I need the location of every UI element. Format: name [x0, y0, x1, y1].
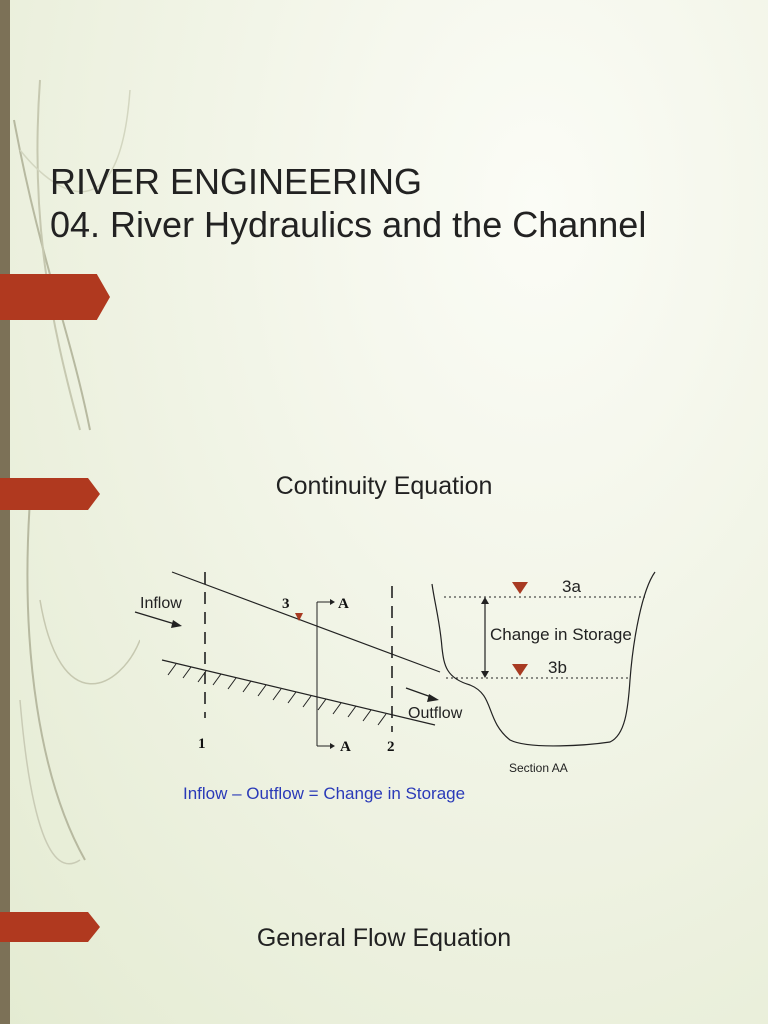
change-storage-label: Change in Storage [490, 625, 632, 644]
water-marker-3-icon [295, 613, 303, 621]
arrow-a-top-icon [330, 599, 335, 605]
section-aa-label: Section AA [509, 761, 568, 775]
section-2-label: 2 [387, 739, 395, 755]
slide-title: RIVER ENGINEERING 04. River Hydraulics a… [50, 160, 646, 246]
section-3-label: 3 [282, 596, 290, 612]
continuity-caption: Inflow – Outflow = Change in Storage [183, 784, 466, 803]
water-marker-3b-icon [512, 664, 528, 676]
inflow-label: Inflow [140, 595, 182, 612]
heading-continuity: Continuity Equation [275, 472, 493, 500]
inflow-arrow-icon [171, 620, 182, 628]
continuity-diagram: Inflow Outflow 1 2 3 A A 3a 3b Change in… [134, 571, 656, 775]
arrow-a-bottom-icon [330, 743, 335, 749]
left-bar [0, 0, 10, 1024]
heading-general-flow: General Flow Equation [256, 924, 512, 952]
section-1-label: 1 [198, 736, 206, 752]
title-line-1: RIVER ENGINEERING [50, 161, 423, 202]
outflow-arrow-icon [427, 694, 439, 702]
accent-tab-1 [0, 274, 110, 320]
accent-tab-3 [0, 912, 100, 942]
a-bottom-label: A [340, 739, 351, 755]
title-line-2: 04. River Hydraulics and the Channel [50, 204, 647, 245]
a-top-label: A [338, 596, 349, 612]
bed-hatching [167, 663, 387, 726]
level-3b-label: 3b [548, 658, 567, 677]
water-marker-3a-icon [512, 582, 528, 594]
level-3a-label: 3a [562, 577, 581, 596]
accent-tab-2 [0, 478, 100, 510]
water-surface-line [171, 571, 441, 673]
section-aa-profile [431, 571, 656, 747]
channel-bed-line [161, 659, 436, 726]
decorative-vines [13, 79, 140, 865]
outflow-label: Outflow [408, 705, 463, 722]
